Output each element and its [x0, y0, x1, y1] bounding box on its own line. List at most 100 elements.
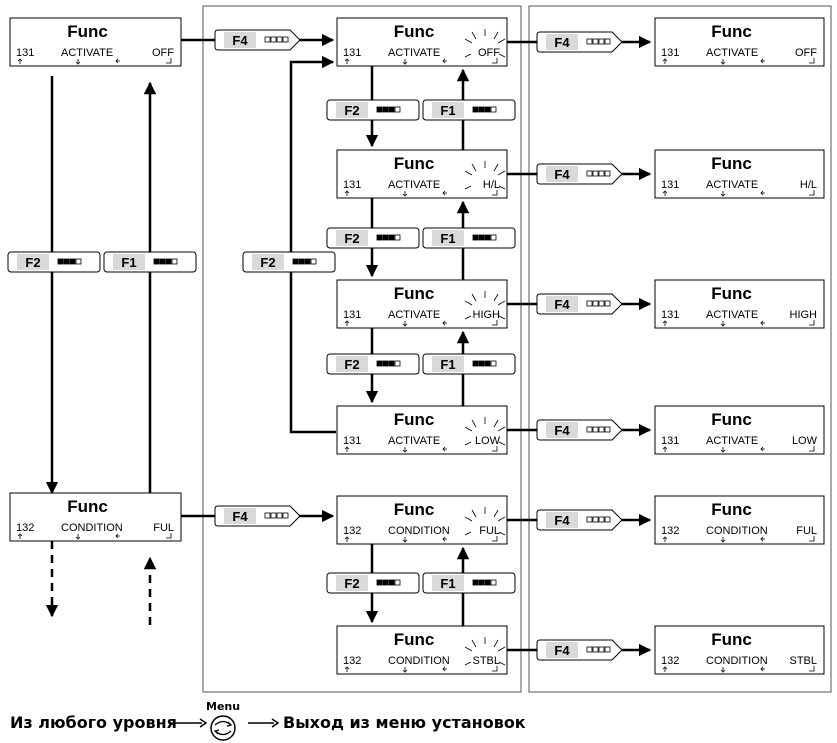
screen-code: 131: [661, 309, 679, 321]
key-square: [394, 106, 401, 113]
key-f4-to-right-3: F4: [536, 419, 623, 441]
key-square: [376, 106, 383, 113]
left-glyph-icon: [760, 536, 765, 542]
key-f4-to-middle-bottom: F4: [214, 505, 301, 527]
enter-glyph-icon: [166, 58, 172, 64]
blink-ray: [497, 516, 506, 522]
key-label: F2: [344, 576, 359, 591]
key-f2-middle-3: F2: [326, 572, 420, 594]
key-f4-to-right-5: F4: [536, 639, 623, 661]
key-f4-to-middle-top: F4: [214, 29, 301, 51]
screen-value: FUL: [479, 525, 500, 537]
left-glyph-icon: [760, 58, 765, 64]
key-square: [388, 360, 395, 367]
screen-frame: [654, 495, 825, 545]
key-highlight: [224, 508, 256, 524]
key-highlight: [546, 512, 578, 528]
key-label: F1: [440, 357, 455, 372]
left-glyph-icon: [760, 446, 765, 452]
screen-title: Func: [711, 22, 752, 41]
screen-frame: [9, 492, 182, 542]
screen-code: 132: [661, 525, 679, 537]
screen-label: ACTIVATE: [706, 309, 758, 321]
key-highlight: [432, 356, 464, 372]
from-any-level-text: Из любого уровня: [10, 713, 177, 732]
screen-frame: [336, 149, 508, 199]
key-label: F4: [554, 297, 570, 312]
screen-title: Func: [711, 154, 752, 173]
hollow-squares-icon: [586, 646, 611, 653]
screen-title: Func: [394, 500, 435, 519]
screen-title: Func: [711, 630, 752, 649]
screen-title: Func: [711, 500, 752, 519]
key-square: [592, 170, 599, 177]
key-square: [478, 360, 485, 367]
hollow-squares-icon: [264, 36, 289, 43]
screen-label: ACTIVATE: [706, 47, 758, 59]
key-label: F2: [344, 357, 359, 372]
key-f2-middle-1: F2: [326, 227, 420, 249]
key-square: [598, 516, 605, 523]
key-label: F2: [25, 255, 40, 270]
exit-menu-text: Выход из меню установок: [283, 713, 526, 732]
blink-ray: [493, 509, 499, 518]
enter-glyph-icon: [809, 58, 815, 64]
key-label: F1: [440, 103, 455, 118]
screen-value: FUL: [796, 525, 817, 537]
screen-label: ACTIVATE: [388, 179, 440, 191]
blink-ray: [471, 639, 477, 648]
key-square: [382, 106, 389, 113]
down-glyph-icon: [720, 447, 726, 453]
key-square: [388, 579, 395, 586]
up-glyph-icon: [344, 446, 350, 452]
down-glyph-icon: [402, 537, 408, 543]
screen-frame: [336, 625, 508, 675]
key-label: F4: [554, 167, 570, 182]
key-f1-middle-2: F1: [422, 353, 516, 375]
key-highlight: [546, 422, 578, 438]
key-square: [592, 516, 599, 523]
down-glyph-icon: [402, 447, 408, 453]
blink-ray: [464, 315, 472, 320]
down-glyph-icon: [720, 537, 726, 543]
key-square: [394, 579, 401, 586]
blink-ray: [471, 31, 477, 40]
key-highlight: [336, 575, 368, 591]
screen-code: 131: [661, 435, 679, 447]
blink-ray: [464, 185, 472, 190]
key-square: [586, 38, 593, 45]
blink-ray: [493, 163, 499, 172]
screen-value: H/L: [800, 179, 817, 191]
key-f2-middle-0: F2: [326, 99, 420, 121]
key-label: F2: [260, 255, 275, 270]
left-glyph-icon: [760, 190, 765, 196]
key-square: [159, 258, 166, 265]
key-square: [376, 360, 383, 367]
key-square: [586, 300, 593, 307]
key-label: F2: [344, 231, 359, 246]
screen-code: 131: [343, 47, 361, 59]
blink-ray: [498, 661, 506, 666]
key-label: F4: [232, 33, 248, 48]
arrow-low-to-off-loop: [289, 55, 336, 434]
filled-squares-icon: [472, 234, 497, 241]
enter-glyph-icon: [492, 446, 498, 452]
key-square: [478, 234, 485, 241]
hollow-squares-icon: [264, 512, 289, 519]
key-square: [153, 258, 160, 265]
key-square: [472, 579, 479, 586]
key-square: [598, 38, 605, 45]
key-square: [604, 38, 611, 45]
key-square: [484, 360, 491, 367]
key-square: [270, 512, 277, 519]
blink-rays-icon: [464, 507, 506, 536]
screen-title: Func: [394, 284, 435, 303]
key-square: [484, 106, 491, 113]
screen-title: Func: [394, 22, 435, 41]
left-glyph-icon: [442, 446, 447, 452]
